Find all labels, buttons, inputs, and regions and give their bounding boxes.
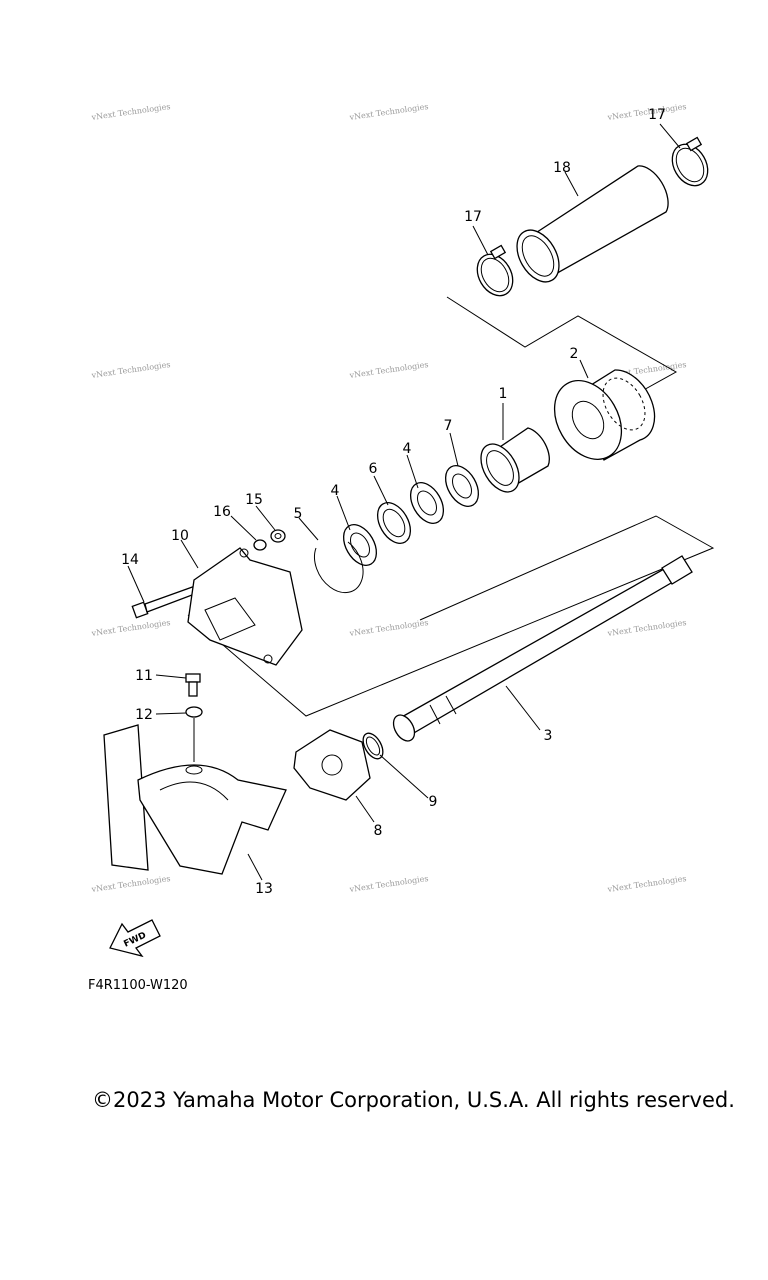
callout-2: 2 — [570, 346, 579, 362]
callout-4-left: 4 — [331, 483, 340, 499]
watermark: vNext Technologies — [606, 874, 687, 894]
watermark: vNext Technologies — [606, 618, 687, 638]
watermark: vNext Technologies — [348, 618, 429, 638]
diagram-code: F4R1100-W120 — [88, 978, 188, 993]
oil-seal-4-left — [342, 524, 378, 566]
leader-lines — [127, 123, 681, 881]
bolt-11 — [185, 673, 201, 697]
drive-shaft-3 — [392, 555, 693, 742]
bearing-6 — [376, 502, 412, 544]
callout-6: 6 — [369, 461, 378, 477]
callout-11: 11 — [135, 668, 153, 684]
circlip-5 — [314, 541, 364, 593]
callout-5: 5 — [294, 506, 303, 522]
watermark: vNext Technologies — [90, 874, 171, 894]
callout-12: 12 — [135, 707, 153, 723]
watermark: vNext Technologies — [90, 618, 171, 638]
watermark: vNext Technologies — [348, 102, 429, 122]
callout-3: 3 — [544, 728, 553, 744]
callout-18: 18 — [553, 160, 571, 176]
watermark: vNext Technologies — [606, 102, 687, 122]
callout-numbers: 1 2 3 4 4 5 6 7 8 9 10 11 12 13 14 15 16… — [121, 107, 666, 897]
copyright-notice: ©2023 Yamaha Motor Corporation, U.S.A. A… — [92, 1088, 735, 1112]
washer-12 — [185, 706, 203, 718]
callout-8: 8 — [374, 823, 383, 839]
hose-18 — [516, 165, 669, 283]
watermark: vNext Technologies — [90, 102, 171, 122]
callout-10: 10 — [171, 528, 189, 544]
hose-clamp-17-upper — [671, 136, 709, 187]
bracket-10 — [187, 547, 303, 666]
callout-14: 14 — [121, 552, 139, 568]
callout-1: 1 — [499, 386, 508, 402]
oil-seal-7 — [444, 465, 480, 507]
callout-9: 9 — [429, 794, 438, 810]
fwd-arrow-icon: FWD — [109, 919, 161, 958]
assembly-planes — [187, 296, 715, 717]
callout-13: 13 — [255, 881, 273, 897]
coupler-8 — [293, 729, 371, 801]
watermark: vNext Technologies — [348, 874, 429, 894]
hose-plane-outline — [446, 296, 678, 393]
hose-clamp-17-lower — [476, 244, 514, 297]
collar-1 — [480, 427, 550, 493]
callout-17-upper: 17 — [648, 107, 666, 123]
cover-13 — [103, 724, 287, 875]
callout-17-lower: 17 — [464, 209, 482, 225]
shaft-plane-outline — [187, 515, 715, 717]
callout-4-right: 4 — [403, 441, 412, 457]
watermark: vNext Technologies — [348, 360, 429, 380]
oil-seal-4-right — [409, 482, 445, 524]
bearing-housing-2 — [553, 369, 656, 461]
callout-15: 15 — [245, 492, 263, 508]
bolt-14 — [131, 584, 201, 619]
callout-16: 16 — [213, 504, 231, 520]
watermark: vNext Technologies — [90, 360, 171, 380]
washer-16 — [253, 539, 267, 551]
ring-9 — [362, 732, 384, 760]
nut-15 — [270, 529, 286, 543]
callout-7: 7 — [444, 418, 453, 434]
